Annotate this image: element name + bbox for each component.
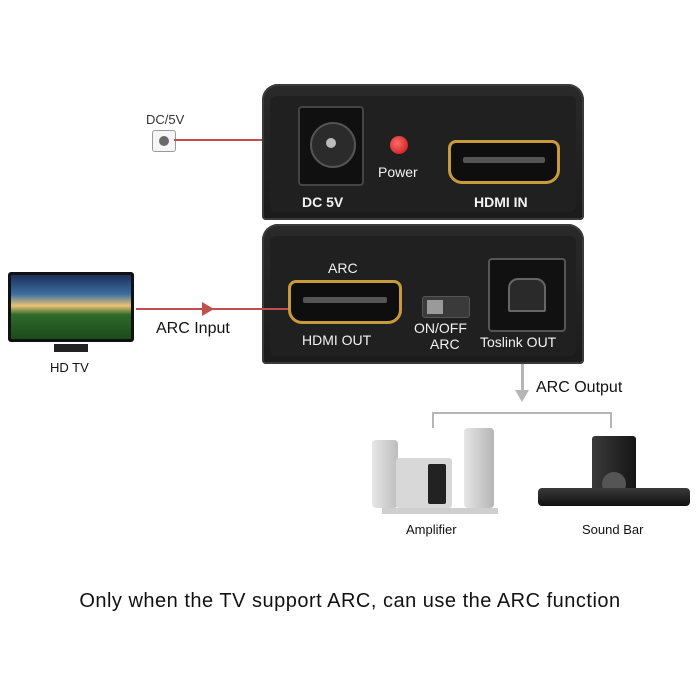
- arc-output-label: ARC Output: [536, 379, 623, 396]
- hdmi-out-label: HDMI OUT: [302, 332, 372, 348]
- hdmi-in-label: HDMI IN: [474, 194, 528, 210]
- sound-bar-icon: [538, 436, 690, 510]
- power-label: Power: [378, 164, 418, 180]
- toslink-out-label: Toslink OUT: [480, 334, 557, 350]
- dc-connector-line: [174, 139, 294, 141]
- arc-output-line: [521, 364, 524, 394]
- onoff-label: ON/OFF: [414, 320, 467, 336]
- arc-switch: [422, 296, 470, 318]
- arc-output-arrow-icon: [515, 390, 529, 402]
- dc-jack-icon: [152, 130, 176, 152]
- dc5v-small-label: DC/5V: [146, 112, 185, 127]
- hd-tv-label: HD TV: [50, 360, 89, 375]
- extractor-top-panel: DC 5V Power HDMI IN: [262, 84, 584, 220]
- arc-input-arrow-icon: [202, 302, 214, 316]
- arc-port-label: ARC: [328, 260, 358, 276]
- hdmi-out-port: [288, 280, 402, 324]
- hd-tv-icon: [8, 272, 134, 356]
- amplifier-label: Amplifier: [406, 522, 457, 537]
- footer-caption: Only when the TV support ARC, can use th…: [79, 590, 621, 612]
- dc-jack-port: [298, 106, 364, 186]
- sound-bar-label: Sound Bar: [582, 522, 644, 537]
- output-left-drop: [432, 412, 434, 428]
- dc5v-panel-label: DC 5V: [302, 194, 344, 210]
- hdmi-in-port: [448, 140, 560, 184]
- onoff-arc-label: ARC: [430, 336, 460, 352]
- output-right-drop: [610, 412, 612, 428]
- toslink-port: [488, 258, 566, 332]
- amplifier-icon: [372, 428, 498, 514]
- extractor-bottom-panel: ARC HDMI OUT ON/OFF ARC Toslink OUT: [262, 224, 584, 364]
- power-led-icon: [390, 136, 408, 154]
- output-split-line: [432, 412, 612, 414]
- arc-input-label: ARC Input: [156, 320, 230, 337]
